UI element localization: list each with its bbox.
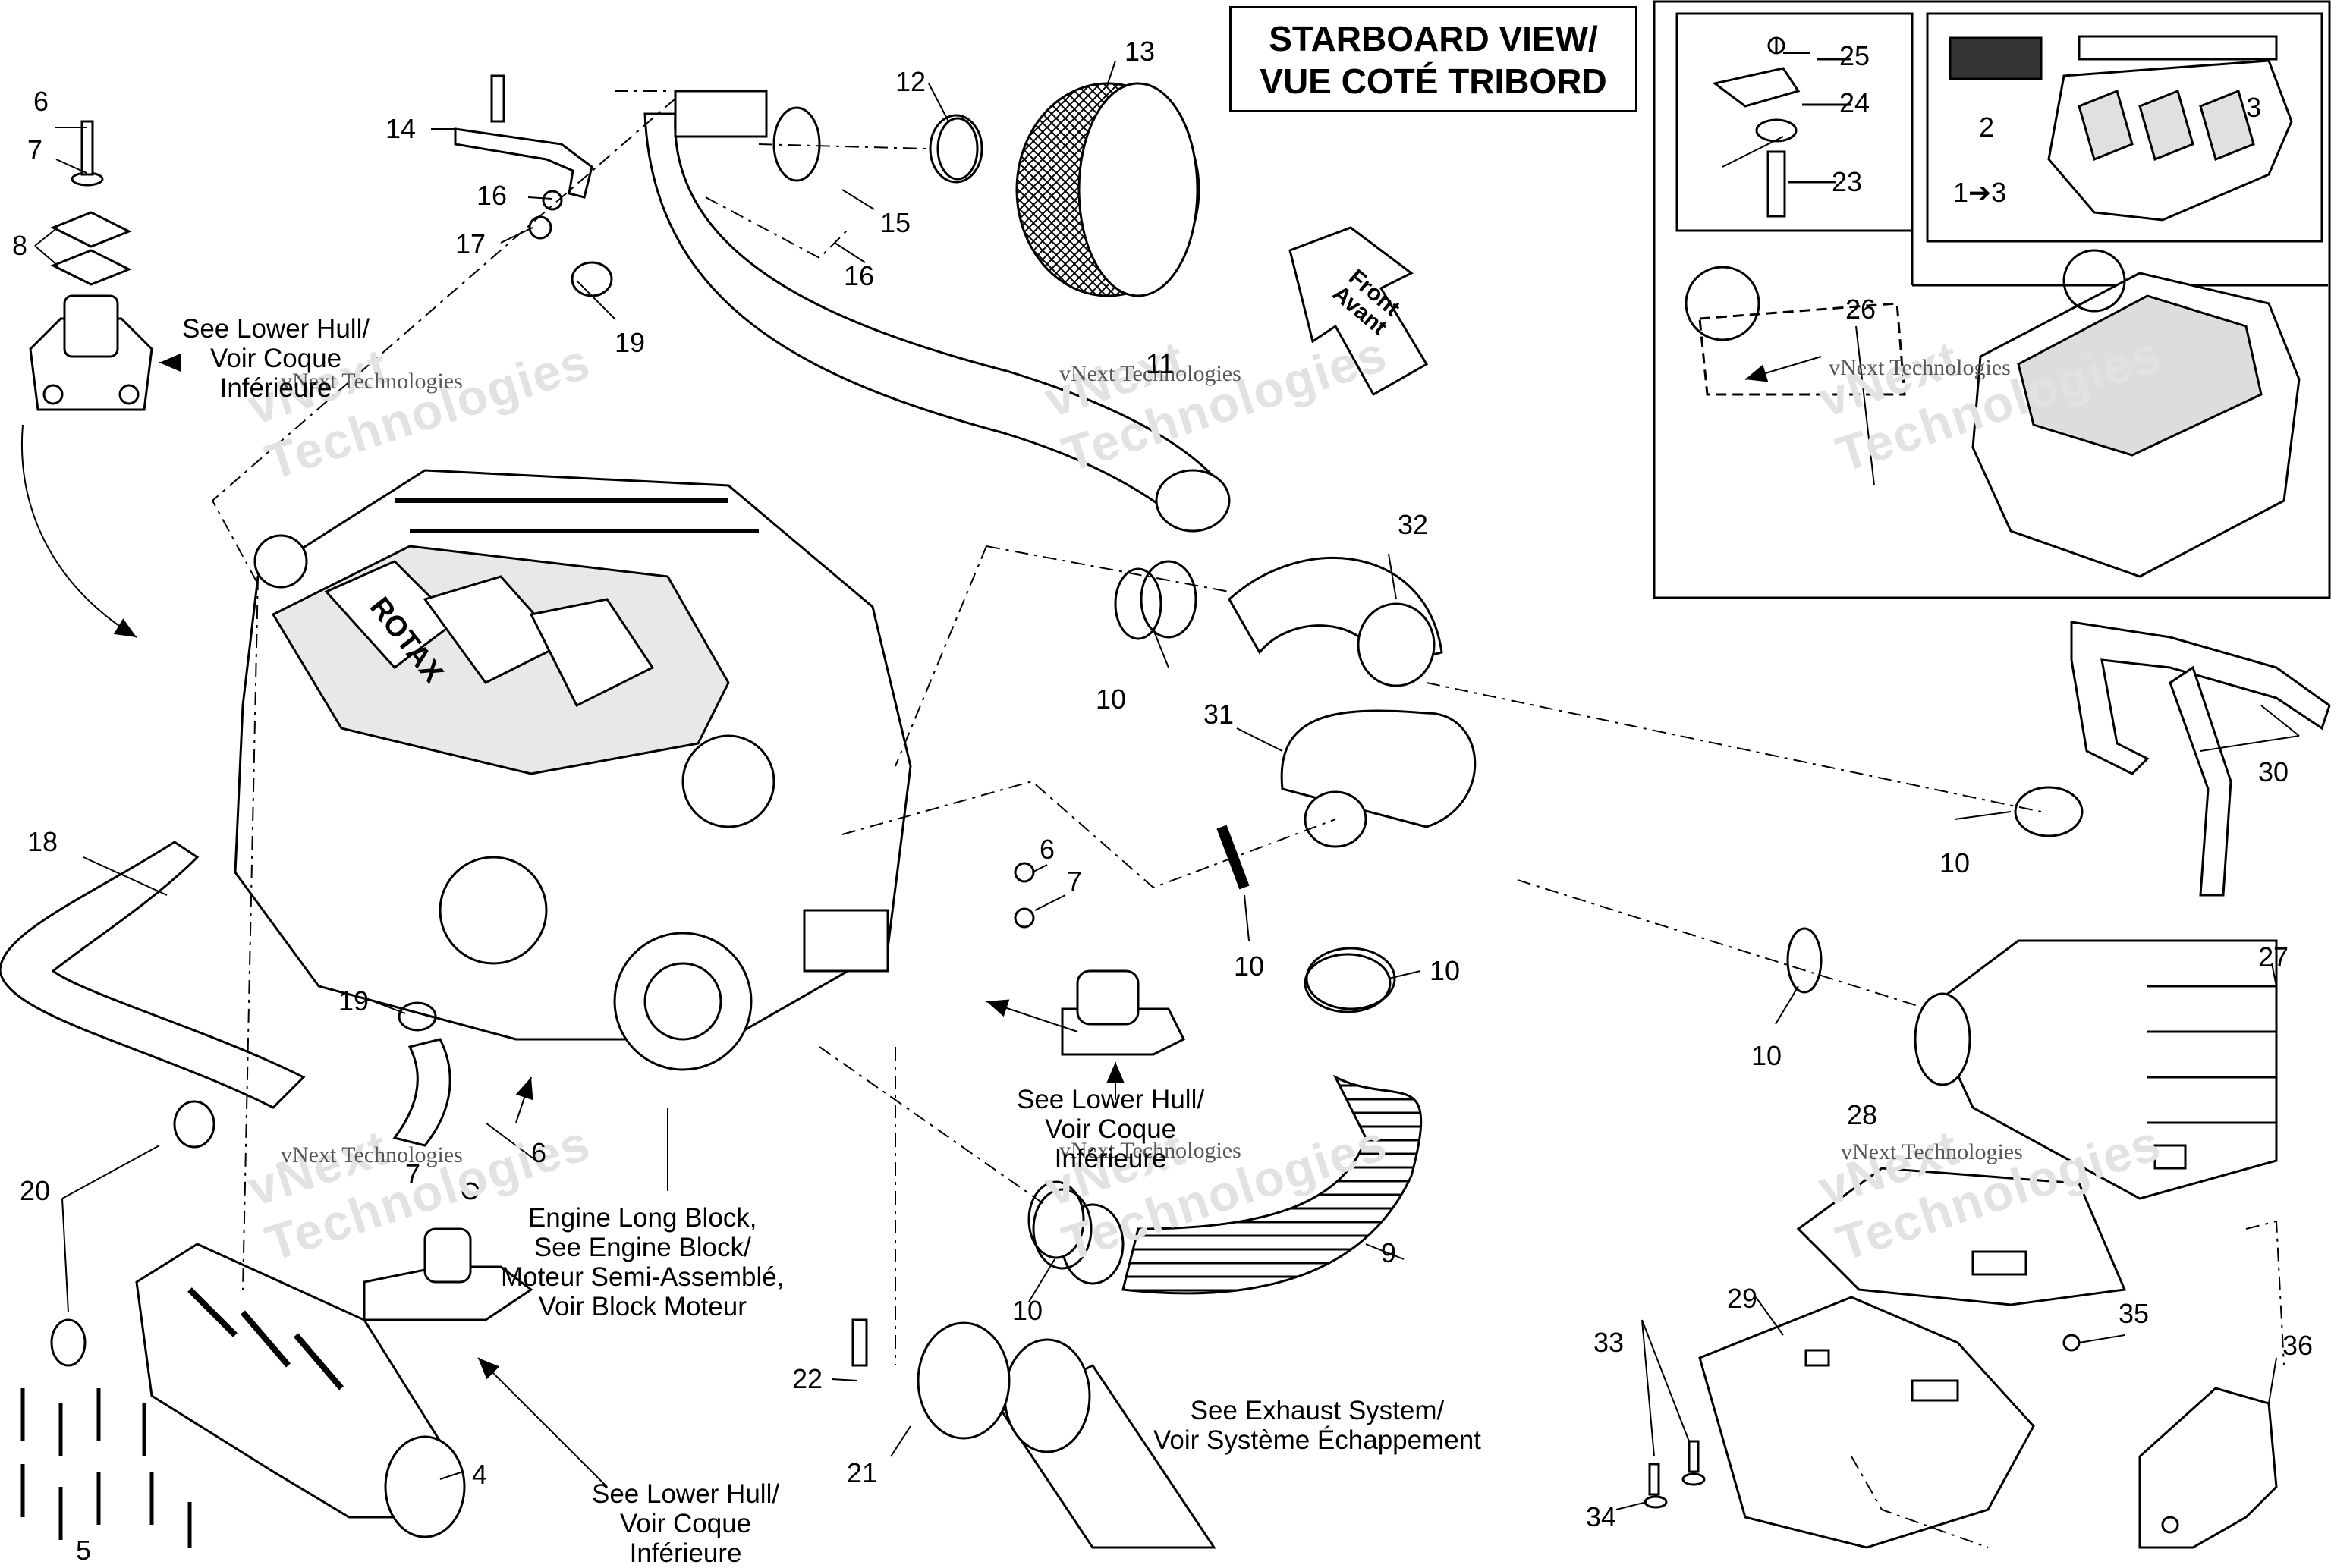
bolt-set [20,1388,192,1548]
note-exhaust-system: See Exhaust System/Voir Système Échappem… [1153,1396,1481,1455]
watermark-text-6: vNext Technologies [1841,1139,2023,1164]
callout-16-b: 16 [844,260,875,291]
callout-10-e: 10 [1939,847,1971,878]
engine-long-block [234,469,912,1071]
callout-6: 6 [33,86,49,117]
callout-16: 16 [477,180,508,211]
inset-cover-part [1949,35,2293,222]
callout-7-b: 7 [1067,866,1083,897]
callout-15: 15 [880,207,911,238]
inset-fastener-part [1712,36,1851,218]
callout-4: 4 [472,1459,488,1490]
callout-18: 18 [27,826,58,857]
leader-lines [20,52,2300,1510]
callout-10: 10 [1096,683,1127,715]
callout-6-c: 6 [531,1137,547,1168]
callout-22: 22 [792,1363,823,1394]
hardware-33-35 [1644,1334,2179,1534]
note-engine-block: Engine Long Block,See Engine Block/Moteu… [501,1203,785,1321]
leader-lines-dashed [211,90,2285,1548]
callout-12: 12 [895,66,926,97]
callout-34: 34 [1586,1501,1617,1532]
exhaust-pipe [851,1318,1216,1549]
watermark-text-3: vNext Technologies [1829,355,2011,380]
callout-25: 25 [1839,40,1870,71]
callout-21: 21 [847,1457,878,1488]
watermark-text-2: vNext Technologies [1059,361,1241,386]
callout-26: 26 [1845,294,1876,325]
air-intake-tube [643,90,1231,533]
callout-20: 20 [20,1175,51,1206]
plate-28 [1796,1167,2127,1306]
engine-mount-lower [363,1182,533,1321]
callout-10-b: 10 [1234,951,1265,982]
callout-2: 2 [1979,112,1995,143]
support-29 [1698,1296,2035,1549]
callout-24: 24 [1839,87,1870,118]
intercooler [1914,939,2278,1200]
front-direction-arrow [1288,226,1429,397]
callout-1-to-3: 1➔3 [1953,177,2007,208]
callout-35: 35 [2119,1298,2150,1329]
callout-17: 17 [455,228,486,259]
callout-13: 13 [1125,36,1156,67]
watermark-text-5: vNext Technologies [1059,1138,1241,1163]
callout-27: 27 [2258,941,2289,973]
view-title-en: STARBOARD VIEW/ [1269,19,1598,58]
callout-10-f: 10 [1751,1040,1782,1071]
engine-mount-center [1014,862,1186,1056]
intake-hoses [1140,557,1477,848]
bracket-30 [2070,621,2331,897]
bracket-36 [2138,1387,2278,1549]
callout-6-b: 6 [1040,834,1055,865]
callout-7-c: 7 [405,1158,421,1189]
callout-8: 8 [12,230,28,261]
callout-10-d: 10 [1012,1295,1043,1326]
air-filter [936,82,1200,297]
engine-mount-left [29,120,153,411]
callout-7: 7 [27,134,43,165]
callout-32: 32 [1398,509,1429,540]
callout-11: 11 [1146,348,1175,379]
bracket-14 [454,74,593,240]
callout-19: 19 [615,327,646,358]
callout-33: 33 [1593,1327,1625,1358]
callout-10-c: 10 [1430,955,1461,986]
fuel-line [0,841,451,1147]
watermark-text-1: vNext Technologies [281,369,463,394]
callout-9: 9 [1381,1237,1397,1268]
inset-engine [1685,249,2301,578]
callout-28: 28 [1847,1099,1878,1130]
intake-manifold [50,1100,466,1538]
callout-31: 31 [1203,699,1235,730]
view-title-box: STARBOARD VIEW/ VUE COTÉ TRIBORD [1229,6,1637,112]
callout-23: 23 [1832,166,1863,197]
callout-19-b: 19 [338,985,370,1017]
view-title-fr: VUE COTÉ TRIBORD [1260,61,1607,101]
callout-5: 5 [76,1535,92,1566]
watermark-text-4: vNext Technologies [281,1142,463,1167]
callout-30: 30 [2258,756,2289,787]
callout-14: 14 [385,113,417,144]
callout-3: 3 [2246,92,2262,123]
callout-29: 29 [1727,1283,1758,1314]
callout-36: 36 [2282,1330,2314,1361]
